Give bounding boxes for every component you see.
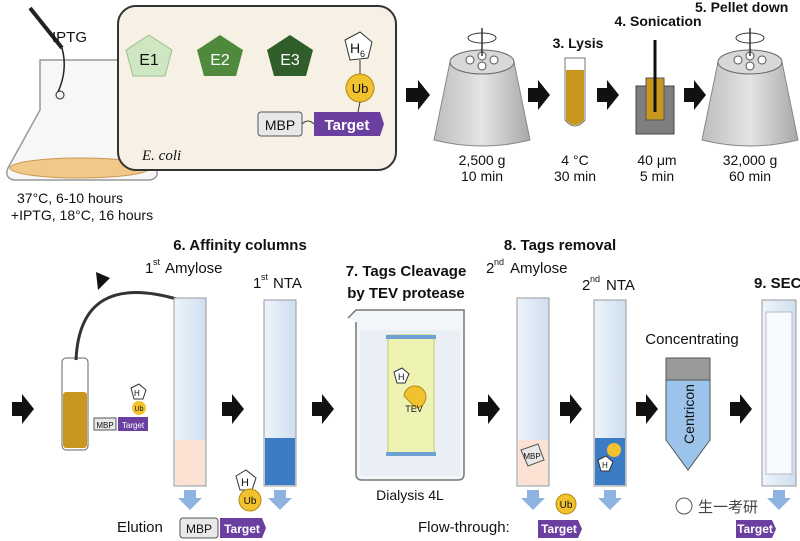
organism-label: E. coli — [141, 148, 181, 164]
target-protein: Target — [314, 112, 384, 136]
svg-text:E2: E2 — [210, 52, 230, 69]
svg-text:MBP: MBP — [265, 117, 295, 133]
target-final: Target — [736, 520, 776, 538]
sonication-title: 4. Sonication — [614, 13, 701, 29]
svg-text:生一考研: 生一考研 — [698, 499, 758, 516]
svg-text:Ub: Ub — [135, 406, 144, 413]
svg-text:H: H — [602, 461, 608, 470]
arrow-icon — [12, 394, 752, 424]
amylose-column-2: MBP — [516, 297, 550, 510]
sonicator-icon — [635, 40, 675, 135]
svg-text:Ub: Ub — [352, 81, 369, 96]
nta-column-1 — [263, 299, 297, 510]
elution-label: Elution — [117, 519, 163, 536]
svg-text:Target: Target — [325, 117, 370, 134]
concentrating-label: Concentrating — [645, 331, 738, 348]
tagged-protein-mini: MBP Target Ub H — [93, 383, 148, 431]
centricon-icon: Centricon — [665, 357, 711, 471]
eluted-protein: H Ub MBP Target — [179, 469, 266, 539]
svg-text:MBP: MBP — [186, 522, 212, 536]
centrifuge-icon — [433, 28, 531, 147]
sonication-time: 5 min — [640, 168, 674, 184]
culture-condition-2: +IPTG, 18°C, 16 hours — [11, 207, 153, 223]
lysis-temp: 4 °C — [561, 152, 588, 168]
svg-text:Ub: Ub — [560, 500, 573, 511]
pellet-title: 5. Pellet down — [695, 0, 788, 15]
sec-column — [761, 299, 797, 510]
svg-text:Target: Target — [737, 522, 773, 536]
centricon-label: Centricon — [681, 384, 697, 444]
svg-text:E1: E1 — [139, 52, 159, 69]
svg-text:1: 1 — [253, 275, 261, 292]
svg-text:Target: Target — [541, 522, 577, 536]
iptg-label: IPTG — [52, 29, 87, 46]
svg-text:H: H — [134, 389, 140, 398]
free-ub: Ub — [555, 493, 577, 515]
svg-text:Target: Target — [122, 421, 145, 430]
amylose1-label: Amylose — [165, 260, 223, 277]
pipette-icon — [28, 6, 64, 50]
h6-tag: H 6 — [344, 31, 373, 61]
svg-text:nd: nd — [590, 274, 600, 284]
svg-text:st: st — [153, 257, 161, 267]
svg-text:st: st — [261, 272, 269, 282]
svg-text:H: H — [398, 372, 405, 382]
svg-text:H: H — [241, 477, 249, 489]
lysis-title: 3. Lysis — [553, 35, 604, 51]
nta2-label: NTA — [606, 277, 635, 294]
sonication-amplitude: 40 μm — [637, 152, 676, 168]
svg-text:MBP: MBP — [96, 421, 113, 430]
lysate-tube — [61, 272, 181, 451]
nta-column-2: H — [593, 299, 627, 510]
amylose1-ord: 1 — [145, 260, 153, 277]
tags-removal-title: 8. Tags removal — [504, 237, 616, 254]
centrifuge1-speed: 2,500 g — [459, 152, 506, 168]
svg-text:6: 6 — [360, 49, 365, 59]
svg-text:Target: Target — [224, 522, 260, 536]
pellet-time: 60 min — [729, 168, 771, 184]
nta1-label: NTA — [273, 275, 302, 292]
pellet-speed: 32,000 g — [723, 152, 778, 168]
amylose2-label: Amylose — [510, 260, 568, 277]
dialysis-beaker: H TEV — [347, 309, 465, 481]
enzyme-e1: E1 — [125, 34, 173, 77]
ubiquitin-icon: Ub — [345, 73, 375, 103]
enzyme-e2: E2 — [197, 35, 243, 76]
lysis-time: 30 min — [554, 168, 596, 184]
svg-text:E3: E3 — [280, 52, 300, 69]
svg-text:nd: nd — [494, 257, 504, 267]
enzyme-e3: E3 — [267, 35, 313, 76]
cleavage-title-1: 7. Tags Cleavage — [346, 263, 467, 280]
target-flowthrough: Target — [538, 520, 582, 538]
tev-protease: TEV — [405, 404, 423, 414]
arrow-icon — [406, 80, 706, 110]
cleavage-title-2: by TEV protease — [347, 285, 465, 302]
svg-text:MBP: MBP — [523, 452, 540, 461]
svg-text:H: H — [350, 40, 360, 56]
sec-title: 9. SEC — [754, 275, 800, 292]
affinity-title: 6. Affinity columns — [173, 237, 307, 254]
centrifuge1-time: 10 min — [461, 168, 503, 184]
watermark: 生一考研 — [675, 497, 758, 516]
svg-text:2: 2 — [582, 277, 590, 294]
dialysis-label: Dialysis 4L — [376, 487, 444, 503]
lysis-tube — [564, 57, 586, 127]
centrifuge-icon — [701, 28, 799, 147]
svg-text:Ub: Ub — [244, 496, 257, 507]
amylose-column-1 — [173, 297, 207, 510]
svg-text:2: 2 — [486, 260, 494, 277]
culture-condition-1: 37°C, 6-10 hours — [17, 190, 123, 206]
flow-through-label: Flow-through: — [418, 519, 510, 536]
mbp-tag: MBP — [257, 111, 303, 137]
